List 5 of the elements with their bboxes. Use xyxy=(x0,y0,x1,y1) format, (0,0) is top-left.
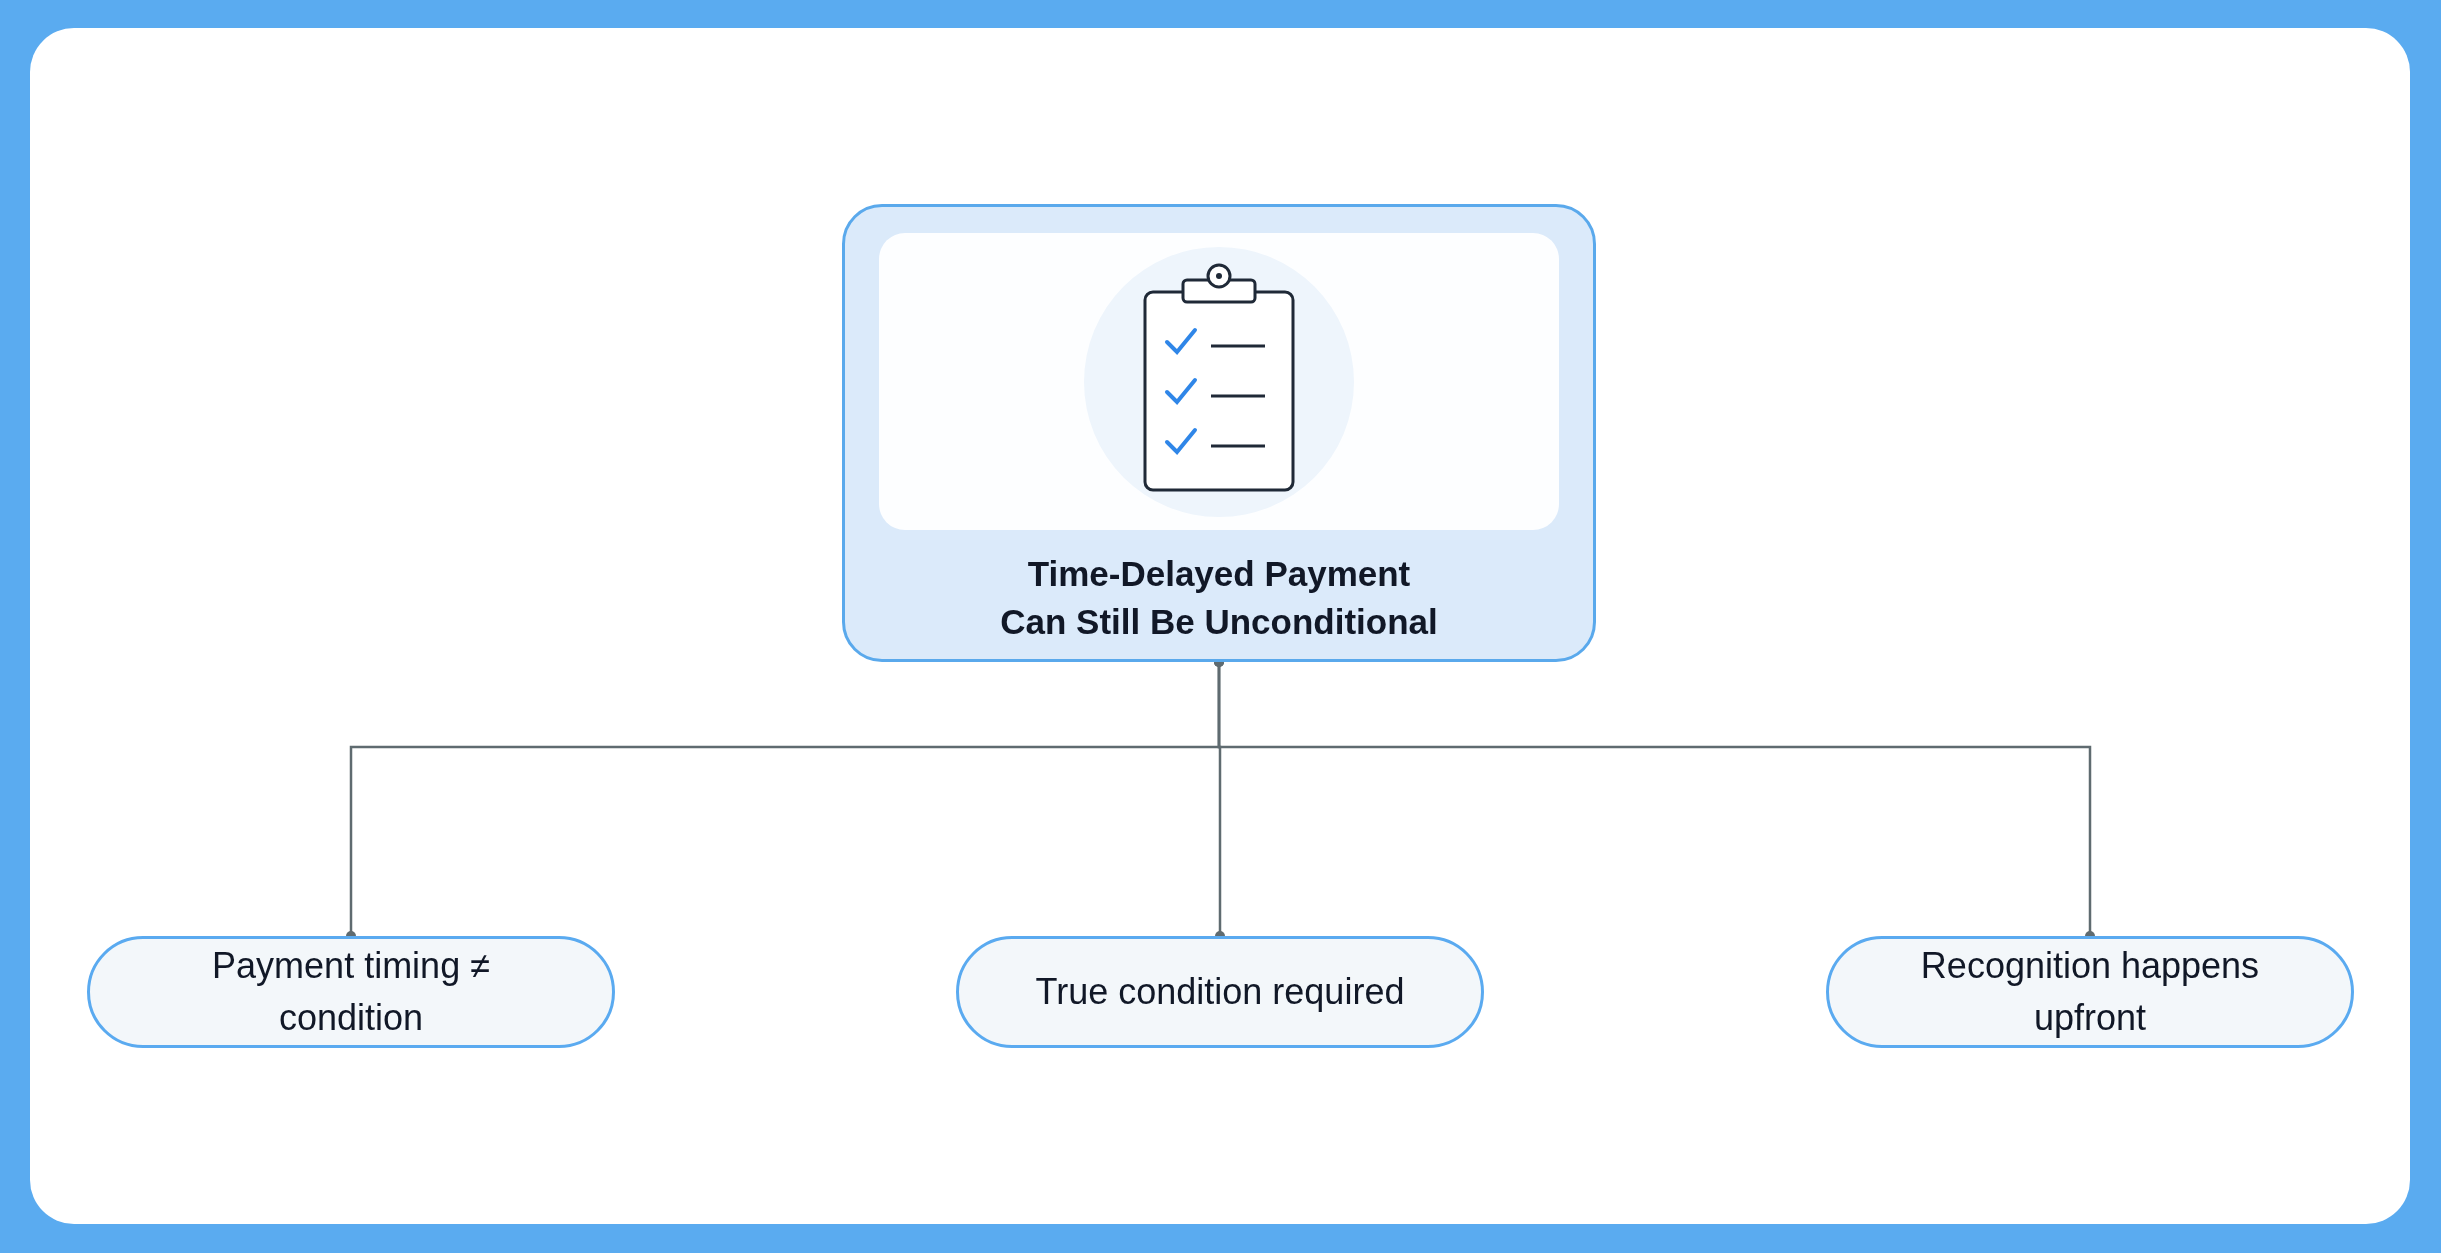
point-text: Payment timing ≠ condition xyxy=(211,944,491,1040)
title-text: Time-Delayed Payment Can Still Be Unconditional xyxy=(999,553,1439,643)
point-text: Recognition happens upfront xyxy=(1919,944,2261,1040)
title-card xyxy=(842,204,1596,662)
point-text: True condition required xyxy=(1035,970,1405,1014)
